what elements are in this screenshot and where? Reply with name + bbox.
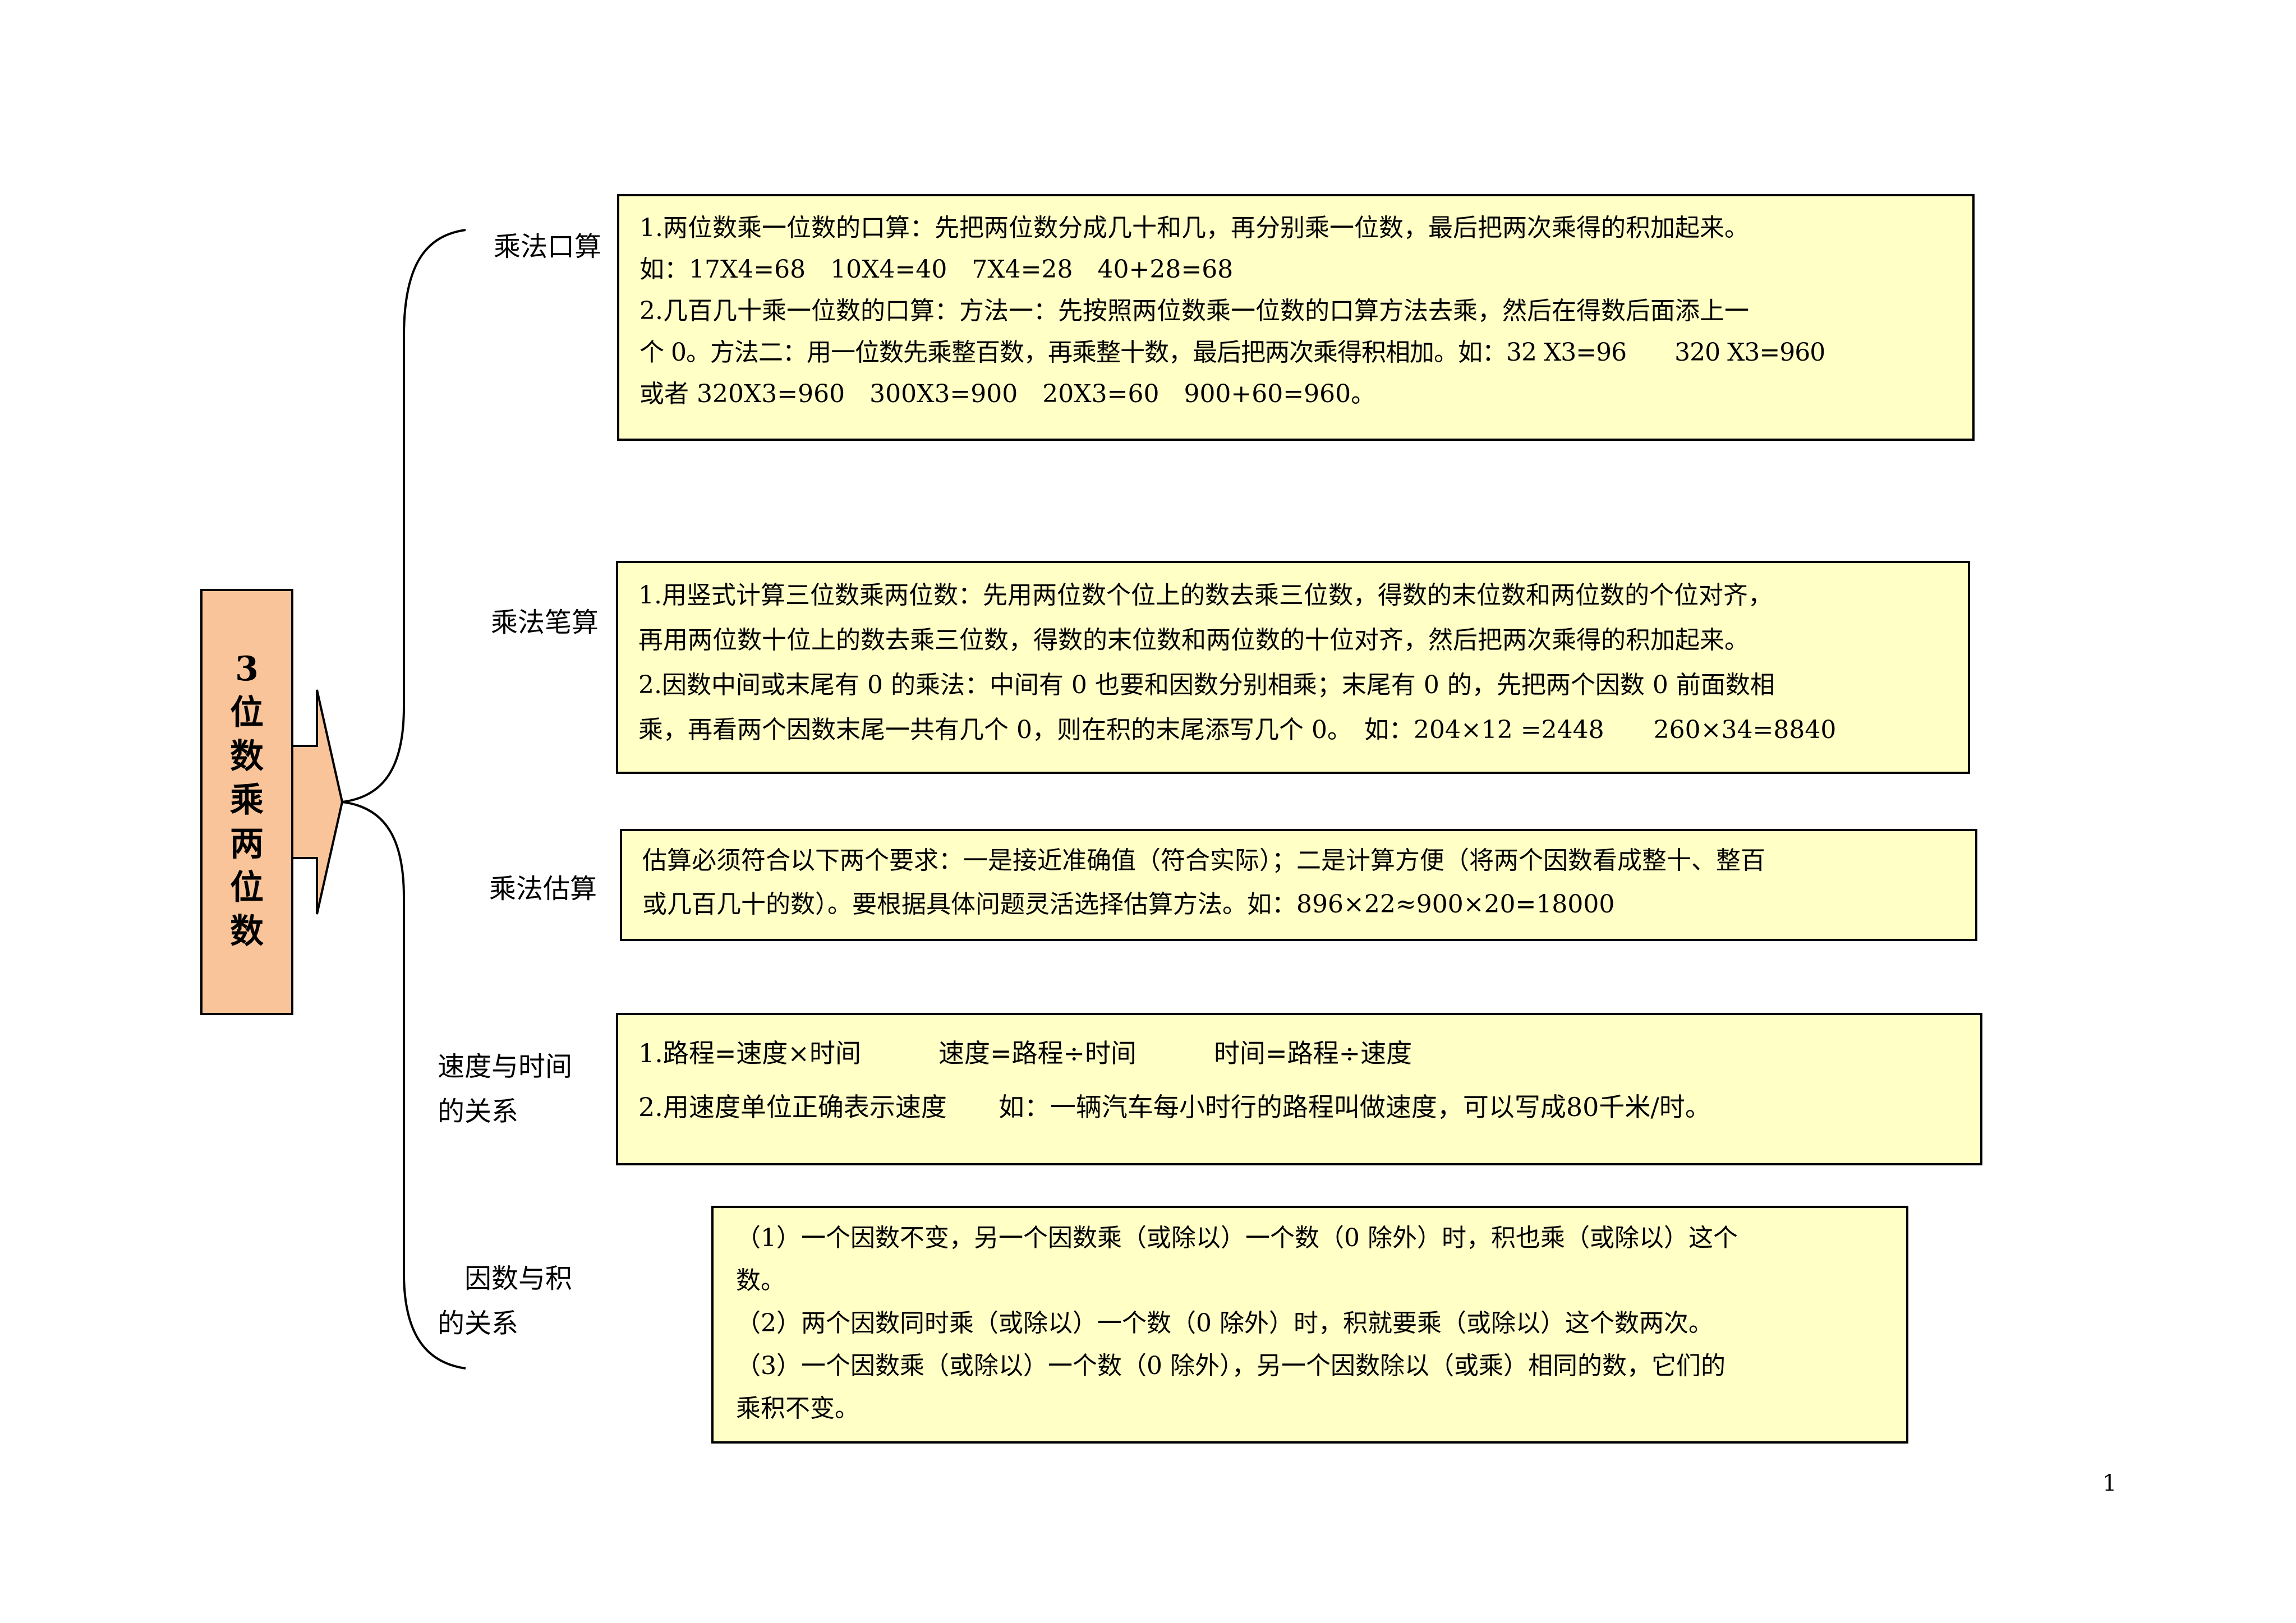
branch-label-factor-product: 因数与积 的关系 (438, 1263, 573, 1339)
brace-curve (342, 229, 466, 1370)
note-line: 乘积不变。 (736, 1394, 859, 1423)
branch-label-written-multiplication: 乘法笔算 (491, 607, 599, 638)
title-arrow (292, 689, 344, 915)
note-box-speed-time: 1.路程=速度×时间 速度=路程÷时间 时间=路程÷速度 2.用速度单位正确表示… (616, 1013, 1982, 1165)
title-char: 乘 (230, 781, 264, 820)
title-char: 位 (230, 868, 264, 907)
title-char: 数 (230, 912, 264, 951)
note-line: 或者 320X3=960 300X3=900 20X3=60 900+60=96… (639, 380, 1376, 408)
note-line: 再用两位数十位上的数去乘三位数，得数的末位数和两位数的十位对齐，然后把两次乘得的… (638, 626, 1749, 654)
title-char: 数 (230, 737, 264, 776)
note-line: 2.用速度单位正确表示速度 如：一辆汽车每小时行的路程叫做速度，可以写成80千米… (638, 1092, 1711, 1122)
note-line: 或几百几十的数）。要根据具体问题灵活选择估算方法。如：896×22≈900×20… (642, 890, 1615, 919)
note-line: 1.路程=速度×时间 速度=路程÷时间 时间=路程÷速度 (638, 1038, 1412, 1068)
title-char: 3 (235, 649, 259, 689)
note-line: （3）一个因数乘（或除以）一个数（0 除外），另一个因数除以（或乘）相同的数，它… (736, 1352, 1726, 1380)
note-line: 2.几百几十乘一位数的口算：方法一：先按照两位数乘一位数的口算方法去乘，然后在得… (639, 297, 1749, 325)
page-number: 1 (2102, 1470, 2117, 1496)
note-line: 1.用竖式计算三位数乘两位数：先用两位数个位上的数去乘三位数，得数的末位数和两位… (638, 581, 1773, 610)
note-box-written-multiplication: 1.用竖式计算三位数乘两位数：先用两位数个位上的数去乘三位数，得数的末位数和两位… (616, 561, 1970, 774)
branch-label-estimation: 乘法估算 (489, 873, 597, 905)
note-line: 个 0。方法二：用一位数先乘整百数，再乘整十数，最后把两次乘得积相加。如：32 … (639, 338, 1825, 367)
main-title-box: 3 位 数 乘 两 位 数 (200, 589, 293, 1015)
note-box-factor-product: （1）一个因数不变，另一个因数乘（或除以）一个数（0 除外）时，积也乘（或除以）… (711, 1206, 1908, 1444)
note-line: 2.因数中间或末尾有 0 的乘法：中间有 0 也要和因数分别相乘；末尾有 0 的… (638, 671, 1775, 699)
note-line: 估算必须符合以下两个要求：一是接近准确值（符合实际）；二是计算方便（将两个因数看… (642, 846, 1765, 875)
title-char: 位 (230, 693, 264, 732)
note-line: 数。 (736, 1266, 785, 1295)
note-line: （2）两个因数同时乘（或除以）一个数（0 除外）时，积就要乘（或除以）这个数两次… (736, 1309, 1713, 1338)
note-box-oral-multiplication: 1.两位数乘一位数的口算：先把两位数分成几十和几，再分别乘一位数，最后把两次乘得… (617, 194, 1975, 441)
note-box-estimation: 估算必须符合以下两个要求：一是接近准确值（符合实际）；二是计算方便（将两个因数看… (620, 829, 1977, 941)
note-line: 1.两位数乘一位数的口算：先把两位数分成几十和几，再分别乘一位数，最后把两次乘得… (639, 214, 1749, 242)
title-char: 两 (230, 824, 264, 864)
note-line: 如：17X4=68 10X4=40 7X4=28 40+28=68 (639, 255, 1234, 284)
note-line: （1）一个因数不变，另一个因数乘（或除以）一个数（0 除外）时，积也乘（或除以）… (736, 1224, 1738, 1252)
branch-label-speed-time: 速度与时间 的关系 (438, 1051, 573, 1127)
note-line: 乘，再看两个因数末尾一共有几个 0，则在积的末尾添写几个 0。 如：204×12… (638, 716, 1837, 744)
branch-label-oral-multiplication: 乘法口算 (494, 231, 602, 262)
